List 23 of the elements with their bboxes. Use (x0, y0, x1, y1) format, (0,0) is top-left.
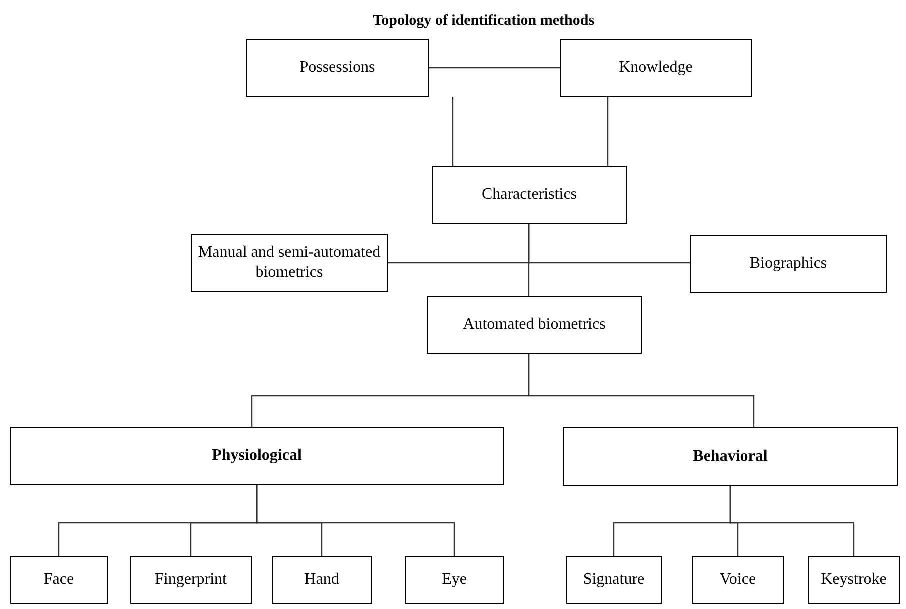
category-box: Eye (405, 556, 504, 604)
category-box: Face (10, 556, 108, 604)
category-box: Behavioral (563, 427, 898, 486)
category-box: Hand (272, 556, 372, 604)
connector-line (452, 97, 454, 166)
category-box: Possessions (246, 39, 429, 97)
category-box: Knowledge (560, 39, 752, 97)
connector-line (528, 354, 755, 427)
connector-line (429, 67, 560, 69)
category-box: Signature (566, 556, 662, 604)
category-box: Keystroke (808, 556, 900, 604)
category-box: Physiological (10, 427, 504, 485)
category-box: Fingerprint (130, 556, 252, 604)
category-box: Manual and semi-automated biometrics (191, 234, 388, 292)
category-box: Voice (692, 556, 784, 604)
diagram-title: Topology of identification methods (373, 12, 595, 31)
category-box: Biographics (690, 235, 887, 293)
connector-line (607, 97, 609, 166)
connector-line (528, 224, 530, 296)
category-box: Characteristics (432, 166, 627, 224)
category-box: Automated biometrics (427, 296, 642, 354)
connector-line (256, 485, 456, 556)
connector-line (730, 486, 855, 556)
